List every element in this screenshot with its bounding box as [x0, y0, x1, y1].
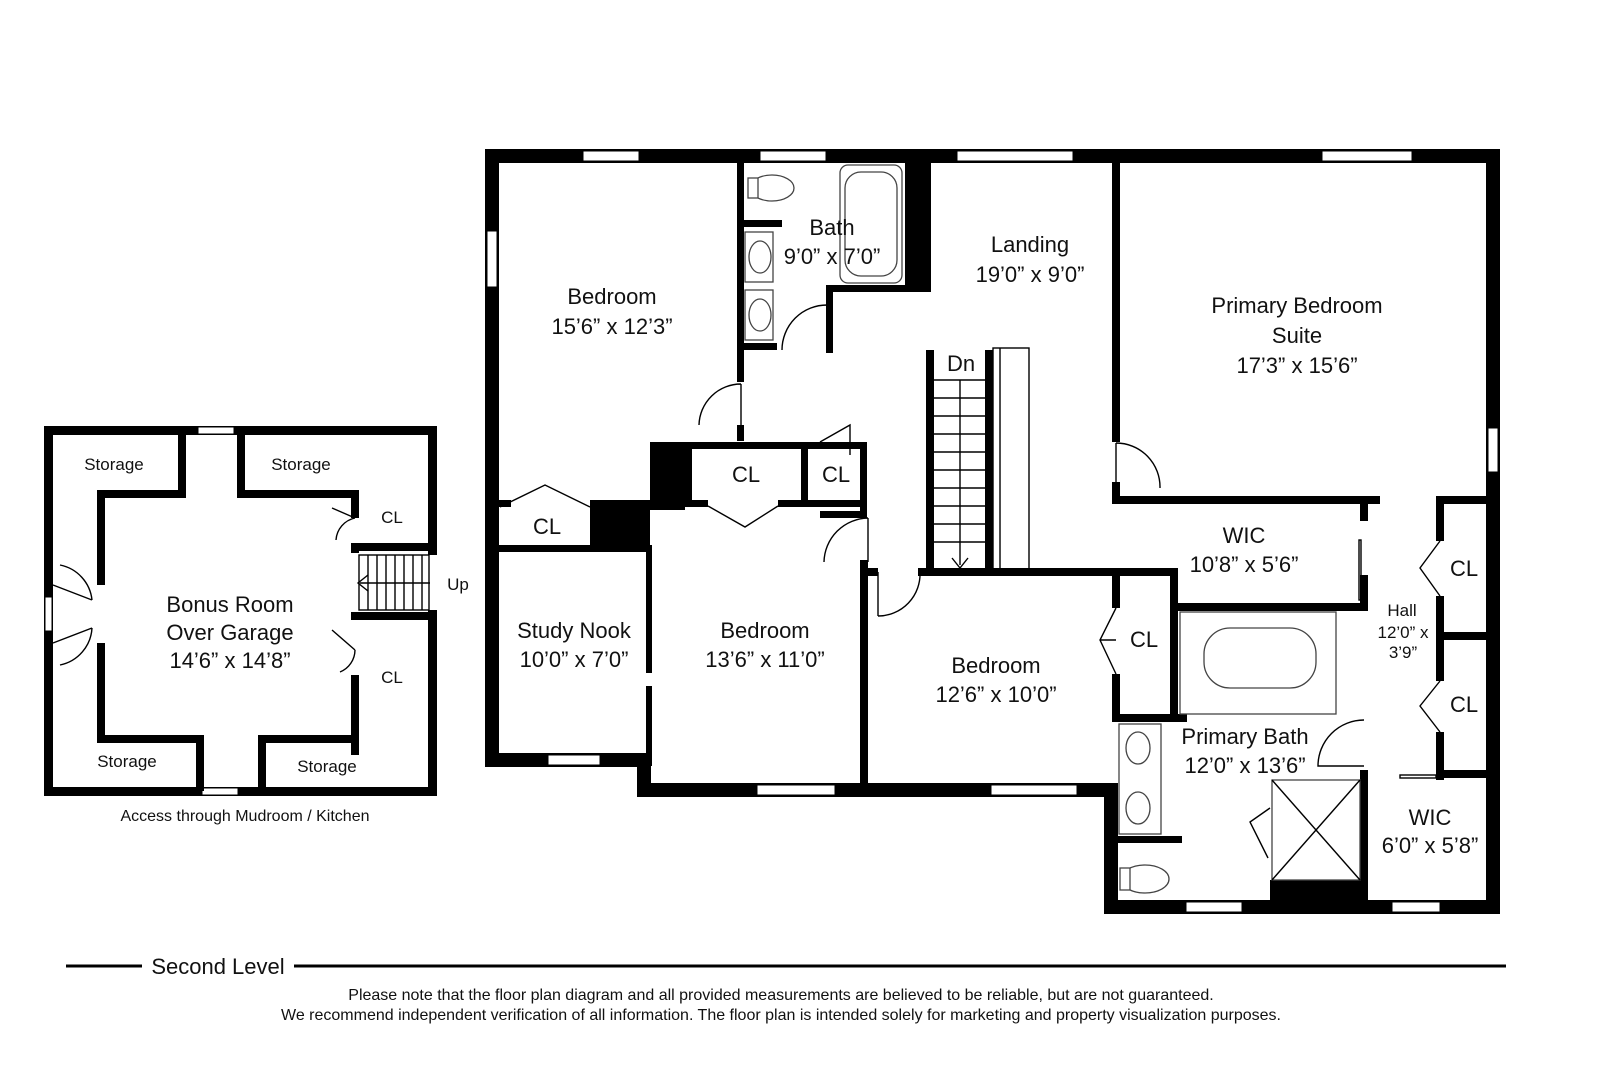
window [547, 754, 601, 766]
window [1487, 427, 1499, 473]
room-name: Bedroom [951, 653, 1040, 678]
stair-up-label: Up [447, 575, 469, 594]
plan-footer: Second Level Please note that the floor … [66, 954, 1506, 1024]
window [756, 784, 836, 796]
closet-label: CL [381, 508, 403, 527]
sink [1125, 731, 1151, 765]
room-dimensions: 15’6” x 12’3” [551, 314, 672, 339]
closet-label: CL [732, 462, 760, 487]
room-dimensions: 19’0” x 9’0” [976, 262, 1085, 287]
room-name: Over Garage [166, 620, 293, 645]
closet-label: CL [533, 514, 561, 539]
bonus-room-labels: Storage Storage CL CL Up Bonus Room Over… [84, 455, 469, 825]
window [486, 230, 498, 288]
room-name: Bath [809, 215, 854, 240]
room-name: Study Nook [517, 618, 632, 643]
sink [748, 240, 772, 274]
window [201, 787, 239, 796]
window [1321, 150, 1413, 162]
room-dimensions: 12’6” x 10’0” [935, 682, 1056, 707]
closet-label: CL [822, 462, 850, 487]
window [1185, 901, 1243, 913]
room-dimensions: 13’6” x 11’0” [705, 647, 824, 672]
room-name: Suite [1272, 323, 1322, 348]
storage-label: Storage [271, 455, 331, 474]
main-plan-labels: Bedroom 15’6” x 12’3” Bath 9’0” x 7’0” L… [517, 215, 1478, 858]
access-note: Access through Mudroom / Kitchen [120, 808, 369, 825]
bonus-room-structure [44, 426, 437, 796]
room-name: Primary Bedroom [1211, 293, 1382, 318]
room-dimensions: 12’0” x [1377, 623, 1429, 642]
storage-label: Storage [297, 757, 357, 776]
room-dimensions: 10’8” x 5’6” [1190, 552, 1299, 577]
disclaimer-line: We recommend independent verification of… [281, 1007, 1281, 1024]
window [197, 426, 235, 435]
room-name: Hall [1387, 601, 1416, 620]
stair-down-label: Dn [947, 351, 975, 376]
storage-label: Storage [97, 752, 157, 771]
closet-label: CL [1450, 692, 1478, 717]
room-dimensions: 10’0” x 7’0” [520, 647, 629, 672]
room-name: Landing [991, 232, 1069, 257]
main-plan-structure [485, 149, 1500, 914]
storage-label: Storage [84, 455, 144, 474]
room-dimensions: 6’0” x 5’8” [1382, 833, 1479, 858]
window [582, 150, 640, 162]
window [44, 596, 53, 632]
window [956, 150, 1074, 162]
closet-label: CL [1450, 556, 1478, 581]
room-name: Bedroom [720, 618, 809, 643]
room-name: Primary Bath [1181, 724, 1308, 749]
room-name: Bedroom [567, 284, 656, 309]
sink [748, 298, 772, 332]
room-name: Bonus Room [166, 592, 293, 617]
room-dimensions: 17’3” x 15’6” [1236, 353, 1357, 378]
room-dimensions: 3’9” [1389, 643, 1418, 662]
room-dimensions: 12’0” x 13’6” [1184, 753, 1305, 778]
window [759, 150, 827, 162]
level-label: Second Level [151, 954, 284, 979]
room-name: WIC [1409, 805, 1452, 830]
room-dimensions: 14’6” x 14’8” [169, 648, 290, 673]
room-dimensions: 9’0” x 7’0” [784, 244, 881, 269]
disclaimer-line: Please note that the floor plan diagram … [348, 987, 1213, 1004]
window [1391, 901, 1441, 913]
window [990, 784, 1078, 796]
room-name: WIC [1223, 523, 1266, 548]
sink [1125, 791, 1151, 825]
closet-label: CL [381, 668, 403, 687]
closet-label: CL [1130, 627, 1158, 652]
